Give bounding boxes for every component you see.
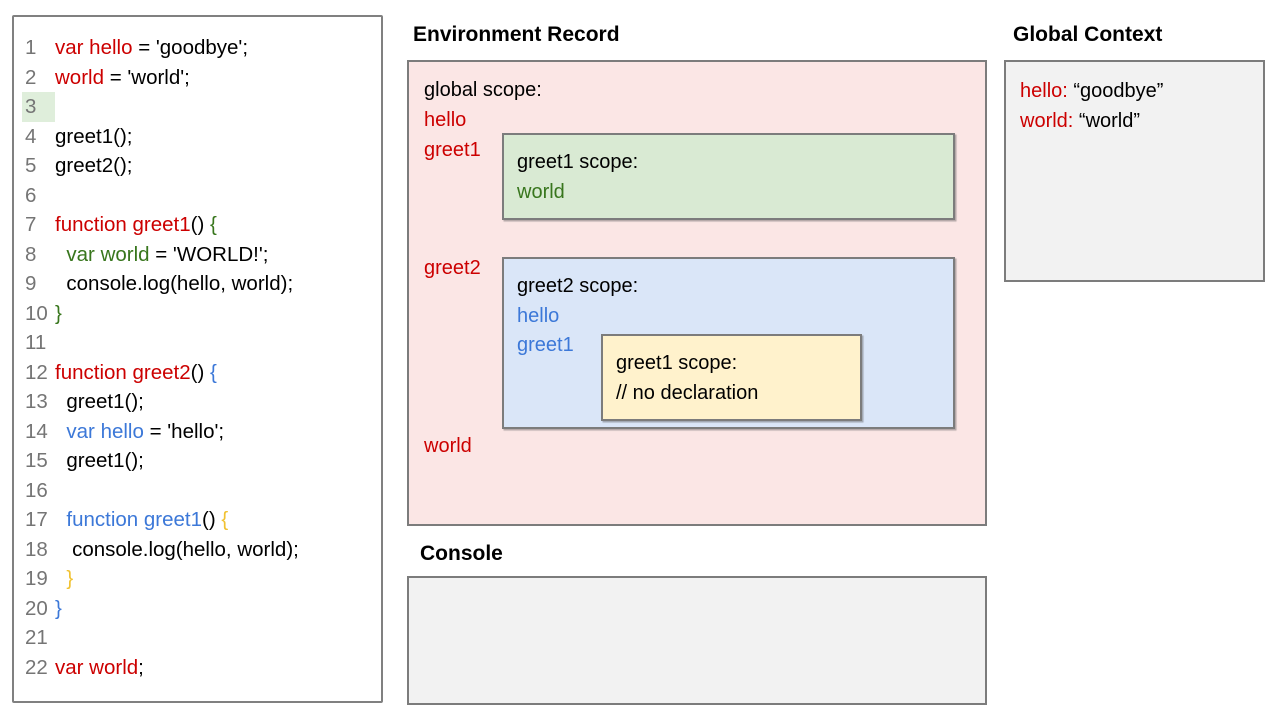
- line-number: 9: [25, 272, 37, 295]
- code-line: 18 console.log(hello, world);: [14, 535, 381, 565]
- code-line: 10}: [14, 299, 381, 329]
- global-scope-var-hello: hello: [424, 109, 467, 131]
- code-text: greet1();: [55, 124, 133, 148]
- line-number: 15: [25, 449, 48, 472]
- greet2-scope-title: greet2 scope:: [517, 275, 639, 297]
- code-text: var hello = 'goodbye';: [55, 36, 249, 59]
- code-line: 9 console.log(hello, world);: [14, 269, 381, 299]
- code-text: var world;: [55, 655, 144, 679]
- environment-record-heading: Environment Record: [413, 23, 620, 46]
- code-text: }: [55, 596, 62, 620]
- code-text: function greet1() {: [55, 213, 217, 236]
- global-scope-box: global scope: hello greet1 greet2 world …: [407, 60, 987, 526]
- code-text: console.log(hello, world);: [55, 537, 299, 561]
- code-line: 13 greet1();: [14, 387, 381, 417]
- global-context-entry-value: “goodbye”: [1067, 80, 1164, 102]
- global-scope-var-greet2: greet2: [424, 257, 481, 279]
- line-number: 2: [25, 65, 37, 89]
- line-number: 20: [25, 596, 48, 620]
- code-text: world = 'world';: [55, 65, 190, 89]
- line-number: 21: [25, 626, 48, 649]
- greet1-nested-scope-title: greet1 scope:: [616, 352, 738, 374]
- code-editor-panel: 1 var hello = 'goodbye'; 2 world = 'world';…: [12, 15, 383, 703]
- line-number: 13: [25, 390, 48, 413]
- console-output-box: [407, 576, 987, 705]
- global-scope-var-world: world: [424, 435, 472, 457]
- line-number: 11: [25, 331, 47, 354]
- global-context-entry: hello: “goodbye”: [1020, 77, 1163, 107]
- line-number: 18: [25, 537, 48, 561]
- greet1-scope-box: greet1 scope: world: [502, 133, 955, 220]
- code-text: greet1();: [55, 449, 144, 472]
- code-text: console.log(hello, world);: [55, 272, 294, 295]
- code-text: function greet2() {: [55, 360, 217, 384]
- line-number-highlighted: 3: [22, 92, 55, 122]
- global-context-box: hello: “goodbye” world: “world”: [1004, 60, 1265, 282]
- code-line: 6: [14, 181, 381, 211]
- code-text: greet1();: [55, 390, 144, 413]
- console-heading: Console: [420, 542, 503, 565]
- line-number: 1: [25, 36, 37, 59]
- code-line: 14 var hello = 'hello';: [14, 417, 381, 447]
- code-line: 12 function greet2() {: [14, 358, 381, 388]
- code-line: 15 greet1();: [14, 446, 381, 476]
- line-number: 7: [25, 213, 37, 236]
- line-number: 19: [25, 567, 48, 590]
- code-lines: 1 var hello = 'goodbye'; 2 world = 'world';…: [14, 33, 381, 682]
- line-number: 22: [25, 655, 48, 679]
- line-number: 8: [25, 242, 37, 266]
- line-number: 6: [25, 183, 37, 207]
- global-context-entry-name: world:: [1020, 109, 1074, 132]
- greet1-nested-scope-comment: // no declaration: [616, 381, 759, 404]
- code-text: function greet1() {: [55, 508, 229, 531]
- code-line: 19 }: [14, 564, 381, 594]
- greet1-nested-scope-box: greet1 scope: // no declaration: [601, 334, 862, 421]
- code-line: 3: [14, 92, 381, 122]
- code-line: 20}: [14, 594, 381, 624]
- code-line: 2 world = 'world';: [14, 63, 381, 93]
- line-number: 5: [25, 154, 37, 177]
- global-scope-var-greet1: greet1: [424, 139, 481, 161]
- code-line: 1 var hello = 'goodbye';: [14, 33, 381, 63]
- global-scope-title: global scope:: [424, 79, 542, 101]
- line-number: 17: [25, 508, 48, 531]
- code-line: 21: [14, 623, 381, 653]
- code-text: var hello = 'hello';: [55, 419, 225, 443]
- line-number: 14: [25, 419, 48, 443]
- code-text: var world = 'WORLD!';: [55, 242, 269, 266]
- greet1-scope-var-world: world: [517, 180, 565, 203]
- line-number: 12: [25, 360, 48, 384]
- code-text: }: [55, 301, 62, 325]
- code-line: 11: [14, 328, 381, 358]
- line-number: 4: [25, 124, 37, 148]
- code-line: 22 var world;: [14, 653, 381, 683]
- global-context-entry-name: hello:: [1020, 80, 1068, 102]
- global-context-entry: world: “world”: [1020, 107, 1163, 137]
- greet2-scope-box: greet2 scope: hello greet1 greet1 scope:…: [502, 257, 955, 429]
- line-number: 10: [25, 301, 48, 325]
- greet1-scope-title: greet1 scope:: [517, 151, 639, 173]
- code-line: 16: [14, 476, 381, 506]
- code-line: 17 function greet1() {: [14, 505, 381, 535]
- greet2-scope-var-hello: hello: [517, 304, 560, 327]
- greet2-scope-var-greet1: greet1: [517, 334, 574, 356]
- code-text: }: [55, 567, 74, 590]
- code-line: 8 var world = 'WORLD!';: [14, 240, 381, 270]
- code-line: 7 function greet1() {: [14, 210, 381, 240]
- line-number: 16: [25, 478, 48, 502]
- code-line: 5 greet2();: [14, 151, 381, 181]
- global-context-entry-value: “world”: [1073, 109, 1141, 132]
- code-line: 4 greet1();: [14, 122, 381, 152]
- global-context-heading: Global Context: [1013, 23, 1163, 46]
- code-text: greet2();: [55, 154, 133, 177]
